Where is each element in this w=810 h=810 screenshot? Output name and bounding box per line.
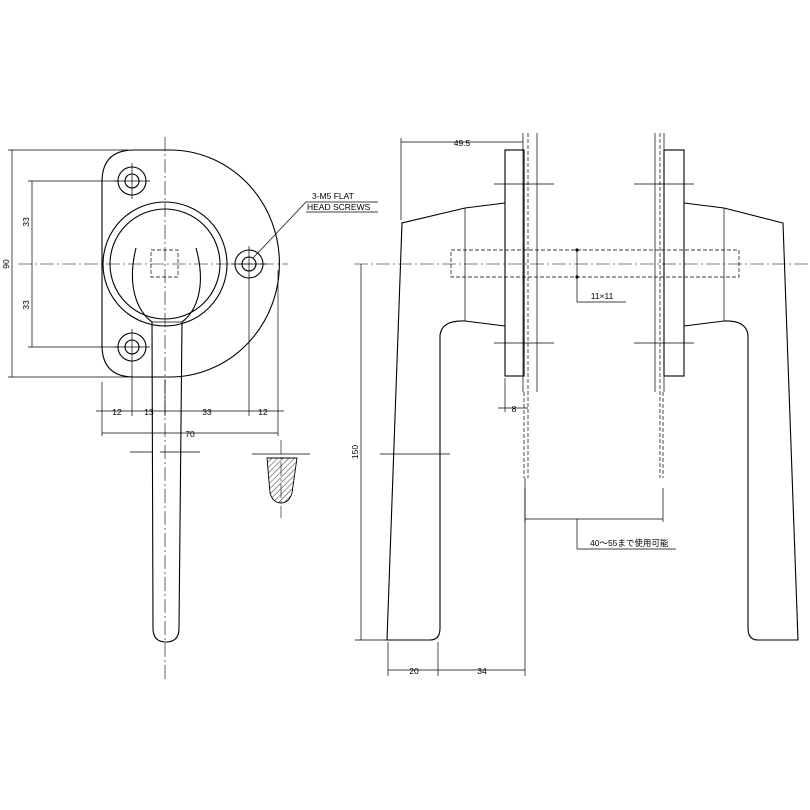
door-lines: [522, 133, 665, 478]
lever-section: [252, 440, 310, 518]
dim-right-margin: 12: [258, 407, 268, 417]
right-screw-hole: [231, 246, 267, 282]
screw-note-line1: 3-M5 FLAT: [312, 191, 354, 201]
dim-lower-hole: 33: [21, 300, 31, 310]
screw-note-line2: HEAD SCREWS: [307, 202, 371, 212]
side-dimensions: [355, 138, 676, 676]
spindle-square: [150, 249, 179, 278]
rose-plate-outline: [101, 149, 280, 378]
upper-screw-hole: [114, 163, 150, 199]
front-dimensions: [8, 149, 284, 453]
dim-left-margin: 12: [112, 407, 122, 417]
dim-overall-width: 70: [185, 429, 195, 439]
left-rose: [504, 149, 525, 377]
dim-hole-to-center: 13: [144, 407, 154, 417]
dim-spindle-size: 11×11: [591, 291, 614, 301]
dim-center-to-hole: 33: [202, 407, 212, 417]
dim-rose-thickness: 8: [512, 404, 517, 414]
front-view: 90 33 33 12 13 33 12 70 3-M5 FLAT HEAD S…: [1, 137, 378, 680]
lever-front-outline: [131, 247, 201, 643]
right-rose: [663, 149, 685, 377]
dim-rose-to-lever: 49.5: [454, 138, 471, 148]
left-lever-side: [386, 202, 506, 641]
lower-screw-hole: [114, 329, 150, 365]
spindle: [450, 249, 740, 278]
right-lever-side: [683, 202, 799, 641]
boss-inner-ring: [109, 208, 221, 320]
dim-overall-height: 90: [1, 259, 11, 269]
side-view: 49.5 11×11 8 150 20 34 40～55まで使用可能: [350, 133, 810, 676]
door-range-note: 40～55まで使用可能: [590, 538, 669, 548]
dim-lever-offset: 34: [477, 666, 487, 676]
dim-lever-thickness: 20: [409, 666, 419, 676]
boss-outer-ring: [102, 201, 228, 327]
dim-upper-hole: 33: [21, 217, 31, 227]
screw-leader: [252, 201, 307, 259]
dim-lever-height: 150: [350, 445, 360, 459]
